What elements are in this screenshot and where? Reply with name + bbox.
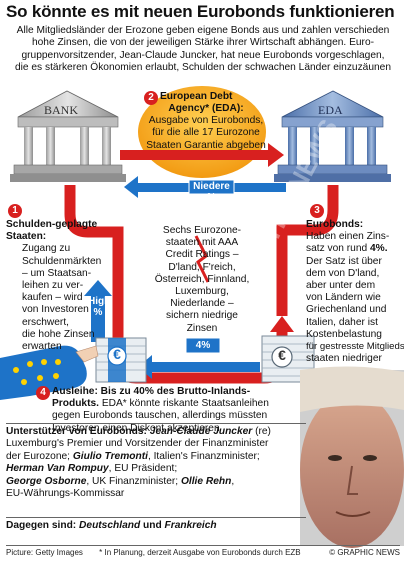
footer: Picture: Getty Images * In Planung, derz… <box>6 548 400 557</box>
eda-building <box>274 90 391 182</box>
eda-label: EDA <box>318 103 343 117</box>
step-1-badge: 1 <box>8 204 22 218</box>
step-2-badge: 2 <box>144 91 158 105</box>
euro-icon-right: € <box>278 347 286 363</box>
euro-icon-left: € <box>113 346 121 362</box>
footer-picture-credit: Picture: Getty Images <box>6 548 83 557</box>
high-percent-label: High % <box>88 296 111 318</box>
red-arrow-bank-down <box>64 185 124 320</box>
bank-label: BANK <box>44 103 79 117</box>
against-block: Dagegen sind: Deutschland und Frankreich <box>6 520 217 531</box>
red-arrow-bank-to-eda <box>120 143 284 167</box>
bank-building <box>10 90 126 182</box>
step-1-text: Schulden-geplagte Staaten: Zugang zu Sch… <box>6 219 102 353</box>
page-title: So könnte es mit neuen Eurobonds funktio… <box>6 2 395 21</box>
niedere-label: Niedere % <box>193 181 230 203</box>
red-arrow-eda-down <box>276 185 339 316</box>
step-2-body: Agency* (EDA): Ausgabe von Eurobonds, fü… <box>146 103 266 151</box>
lightning-icon <box>194 235 210 283</box>
divider-middle <box>6 517 306 518</box>
niedere-box <box>188 179 235 195</box>
eu-flag-hand-icon <box>0 345 99 400</box>
step-3-text: Eurobonds: Haben einen Zins- satz von ru… <box>306 219 404 365</box>
bond-stack-left <box>95 337 147 383</box>
intro-line: hohe Zinsen, die von der jeweiligen Stär… <box>31 37 375 49</box>
juncker-portrait <box>300 366 404 548</box>
divider-top <box>6 423 306 424</box>
blue-arrow-high <box>84 280 112 342</box>
step-2-title: European Debt <box>160 91 233 102</box>
divider-bottom <box>6 545 400 546</box>
four-percent-box <box>185 337 221 354</box>
footer-copyright: © GRAPHIC NEWS <box>329 548 400 557</box>
intro-text: Alle Mitgliedsländer der Erozone geben e… <box>6 25 400 75</box>
step-4-text: Ausleihe: Bis zu 40% des Brutto-Inlands-… <box>52 386 269 434</box>
intro-line: Alle Mitgliedsländer der Erozone geben e… <box>16 25 390 36</box>
step-3-badge: 3 <box>310 204 324 218</box>
footer-note: * In Planung, derzeit Ausgabe von Eurobo… <box>99 548 301 557</box>
intro-line: gruppenvorsitzender, Jean-Claude Juncker… <box>21 49 385 61</box>
four-percent-label: 4% <box>195 340 211 351</box>
center-text: Sechs Eurozone- staaten mit AAA Credit R… <box>154 225 250 334</box>
intro-line: die es stärkeren Ökonomien erlaubt, Schu… <box>14 62 392 74</box>
supporters-block: Unterstützer von Eurobonds: Jean-Claude … <box>6 426 271 500</box>
step-4-badge: 4 <box>36 386 50 400</box>
